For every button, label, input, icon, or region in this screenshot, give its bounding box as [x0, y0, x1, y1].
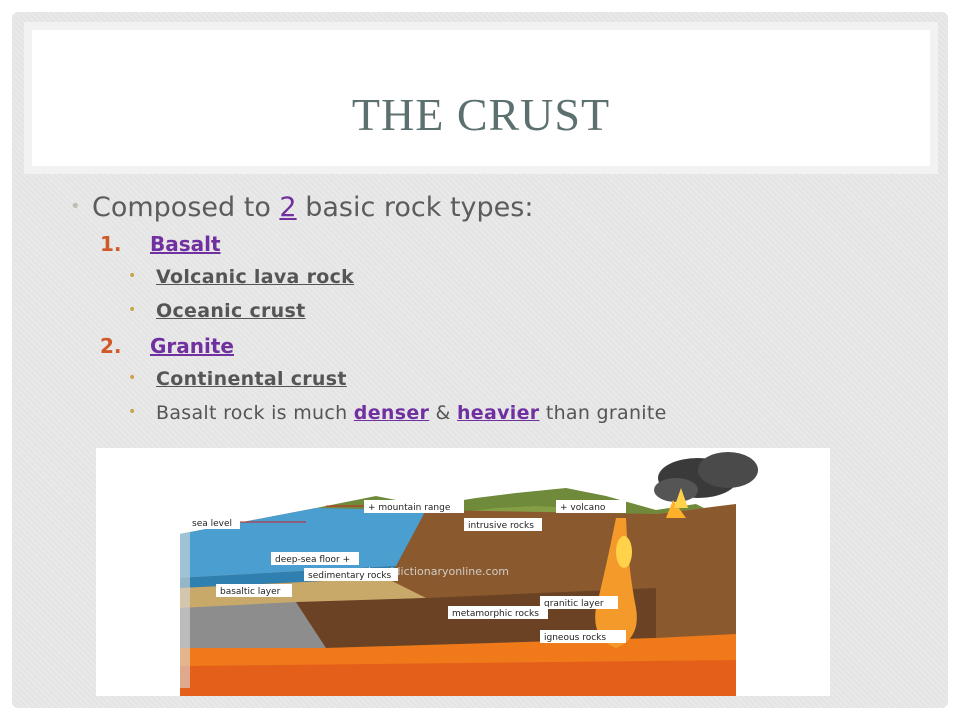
rock-type-link-basalt[interactable]: Basalt: [150, 232, 221, 256]
title-box: THE CRUST: [32, 30, 930, 166]
detail-link-continental-crust[interactable]: Continental crust: [156, 368, 347, 390]
label-sedimentary-rocks: sedimentary rocks: [308, 571, 392, 581]
bullet-dot: •: [70, 196, 81, 217]
label-box: [188, 516, 240, 529]
label-granitic-layer: granitic layer: [544, 599, 604, 609]
label-intrusive-rocks: intrusive rocks: [468, 521, 534, 531]
label-box: [304, 568, 398, 581]
rock-type-link-granite[interactable]: Granite: [150, 334, 234, 358]
label-sea-level: sea level: [192, 519, 232, 529]
label-box: [464, 518, 542, 531]
label-box: [364, 500, 464, 513]
rock-type-number: 1.: [100, 232, 122, 256]
volcano-smoke: [654, 452, 758, 502]
crust-diagram-svg: + mountain range + volcano sea level int…: [180, 452, 758, 696]
detail-item: • Volcanic lava rock: [128, 266, 870, 300]
label-volcano: + volcano: [560, 503, 606, 513]
rock-type-number: 2.: [100, 334, 122, 358]
bullet-prefix: Composed to: [92, 192, 280, 223]
comparison-item: • Basalt rock is much denser & heavier t…: [128, 402, 870, 436]
label-box: [271, 552, 359, 565]
comparison-text: Basalt rock is much denser & heavier tha…: [156, 402, 667, 424]
rock-type-item: 1. Basalt: [100, 232, 870, 266]
detail-dot: •: [128, 404, 137, 420]
label-box: [540, 596, 618, 609]
label-box: [540, 630, 626, 643]
main-bullet: • Composed to 2 basic rock types:: [70, 192, 870, 232]
detail-dot: •: [128, 302, 137, 318]
number-link[interactable]: 2: [279, 192, 297, 223]
detail-item: • Oceanic crust: [128, 300, 870, 334]
label-metamorphic-rocks: metamorphic rocks: [452, 609, 539, 619]
crust-diagram-image: + mountain range + volcano sea level int…: [96, 448, 830, 696]
main-bullet-text: Composed to 2 basic rock types:: [92, 192, 533, 223]
label-box: [556, 500, 626, 513]
diagram-labels: + mountain range + volcano sea level int…: [188, 500, 626, 643]
magma-conduit: [595, 488, 688, 648]
slide-content: • Composed to 2 basic rock types: 1. Bas…: [70, 192, 870, 436]
comparison-prefix: Basalt rock is much: [156, 402, 354, 424]
detail-dot: •: [128, 370, 137, 386]
detail-dot: •: [128, 268, 137, 284]
detail-link-oceanic-crust[interactable]: Oceanic crust: [156, 300, 306, 322]
crust-block: [180, 504, 736, 696]
label-igneous-rocks: igneous rocks: [544, 633, 606, 643]
bullet-suffix: basic rock types:: [296, 192, 534, 223]
label-box: [448, 606, 548, 619]
denser-link[interactable]: denser: [353, 402, 430, 424]
comparison-middle: &: [429, 402, 457, 424]
detail-link-volcanic-lava-rock[interactable]: Volcanic lava rock: [156, 266, 355, 288]
comparison-suffix: than granite: [539, 402, 667, 424]
rock-type-item: 2. Granite: [100, 334, 870, 368]
slide-title: THE CRUST: [351, 89, 611, 140]
label-mountain-range: + mountain range: [368, 503, 451, 513]
label-basaltic-layer: basaltic layer: [220, 587, 281, 597]
block-edge: [180, 532, 190, 688]
label-box: [216, 584, 292, 597]
label-deep-sea-floor: deep-sea floor +: [275, 555, 350, 565]
detail-item: • Continental crust: [128, 368, 870, 402]
heavier-link[interactable]: heavier: [456, 402, 540, 424]
